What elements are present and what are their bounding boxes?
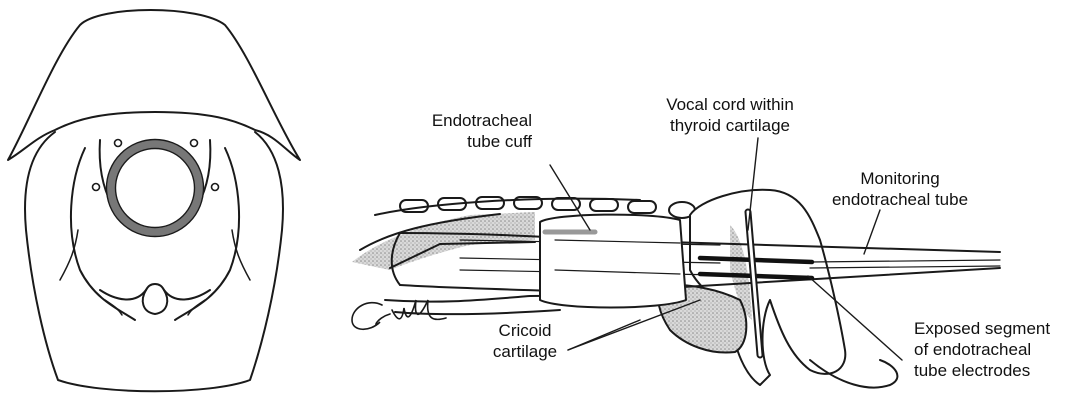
label-vocal-cord-line1: Vocal cord within [640, 94, 820, 115]
label-exposed-segment-line2: of endotracheal [914, 339, 1074, 360]
label-cricoid-line1: Cricoid [480, 320, 570, 341]
aryepiglottic-fold-left [71, 148, 135, 320]
label-tube-cuff-line2: tube cuff [392, 131, 532, 152]
label-monitoring-tube-line1: Monitoring [805, 168, 995, 189]
label-monitoring-tube: Monitoring endotracheal tube [805, 168, 995, 210]
tube-cuff [540, 215, 686, 308]
label-monitoring-tube-line2: endotracheal tube [805, 189, 995, 210]
thyroid-cartilage [690, 190, 845, 385]
label-cricoid-line2: cartilage [480, 341, 570, 362]
tube-ring [111, 144, 199, 232]
label-vocal-cord: Vocal cord within thyroid cartilage [640, 94, 820, 136]
label-exposed-segment: Exposed segment of endotracheal tube ele… [914, 318, 1074, 381]
posterior-commissure [100, 284, 210, 299]
label-cricoid: Cricoid cartilage [480, 320, 570, 362]
epiglottis [8, 10, 300, 160]
aryepiglottic-fold-right [175, 148, 239, 320]
label-vocal-cord-line2: thyroid cartilage [640, 115, 820, 136]
label-tube-cuff: Endotracheal tube cuff [392, 110, 532, 152]
label-exposed-segment-line3: tube electrodes [914, 360, 1074, 381]
larynx-outline [25, 132, 283, 391]
label-exposed-segment-line1: Exposed segment [914, 318, 1074, 339]
label-tube-cuff-line1: Endotracheal [392, 110, 532, 131]
laryngoscopic-view [8, 10, 300, 391]
